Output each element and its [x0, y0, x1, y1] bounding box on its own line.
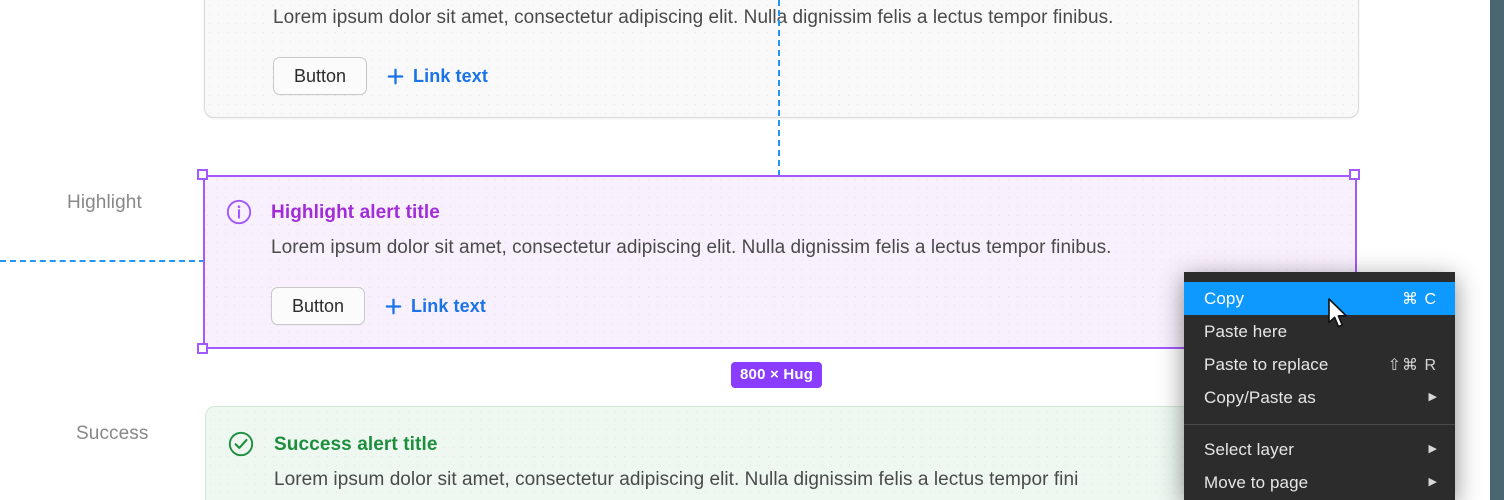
alert-body-neutral: Lorem ipsum dolor sit amet, consectetur …	[273, 7, 1114, 28]
submenu-arrow-icon: ▶	[1428, 443, 1437, 455]
alert-actions-neutral: Button Link text	[273, 57, 488, 95]
alert-card-neutral[interactable]: Lorem ipsum dolor sit amet, consectetur …	[204, 0, 1359, 118]
menu-item-label: Select layer	[1204, 439, 1295, 459]
submenu-arrow-icon: ▶	[1428, 476, 1437, 488]
selection-handle-bottom-left[interactable]	[197, 343, 208, 354]
menu-item-label: Copy/Paste as	[1204, 387, 1316, 407]
menu-item-shortcut: ⌘ C	[1402, 290, 1437, 308]
menu-item-copy[interactable]: Copy ⌘ C	[1184, 282, 1455, 315]
link-label-neutral: Link text	[413, 65, 488, 86]
plus-icon	[385, 298, 402, 314]
alert-actions-highlight: Button Link text	[271, 287, 486, 325]
row-label-highlight: Highlight	[67, 192, 142, 213]
mouse-cursor	[1328, 298, 1347, 328]
menu-item-paste-here[interactable]: Paste here	[1184, 315, 1455, 348]
menu-item-copy-paste-as[interactable]: Copy/Paste as ▶	[1184, 381, 1455, 414]
menu-item-label: Move to page	[1204, 472, 1309, 492]
right-edge-strip	[1490, 0, 1504, 500]
menu-item-paste-to-replace[interactable]: Paste to replace ⇧⌘ R	[1184, 348, 1455, 381]
context-menu[interactable]: Copy ⌘ C Paste here Paste to replace ⇧⌘ …	[1184, 272, 1455, 500]
menu-separator	[1184, 424, 1455, 425]
button-highlight[interactable]: Button	[271, 287, 366, 325]
alert-title-success: Success alert title	[274, 434, 438, 455]
menu-item-label: Paste here	[1204, 321, 1288, 341]
alert-title-highlight: Highlight alert title	[271, 202, 440, 223]
guide-vertical	[778, 0, 780, 176]
menu-item-label: Copy	[1204, 288, 1245, 308]
info-circle-icon	[226, 199, 252, 225]
selection-handle-top-right[interactable]	[1349, 169, 1360, 180]
check-circle-icon	[228, 431, 254, 457]
link-highlight[interactable]: Link text	[385, 296, 486, 317]
plus-icon	[387, 68, 404, 84]
menu-item-move-to-page[interactable]: Move to page ▶	[1184, 466, 1455, 499]
alert-body-success: Lorem ipsum dolor sit amet, consectetur …	[274, 469, 1079, 490]
link-neutral[interactable]: Link text	[387, 66, 488, 87]
guide-horizontal	[0, 260, 205, 262]
menu-item-label: Paste to replace	[1204, 354, 1329, 374]
alert-body-highlight: Lorem ipsum dolor sit amet, consectetur …	[271, 237, 1112, 258]
row-label-success: Success	[76, 423, 149, 444]
button-neutral[interactable]: Button	[273, 57, 368, 95]
selection-handle-top-left[interactable]	[197, 169, 208, 180]
menu-item-shortcut: ⇧⌘ R	[1387, 356, 1437, 374]
menu-item-select-layer[interactable]: Select layer ▶	[1184, 433, 1455, 466]
alert-card-highlight[interactable]: Highlight alert title Lorem ipsum dolor …	[203, 175, 1357, 349]
size-badge: 800 × Hug	[731, 362, 823, 388]
alert-card-success[interactable]: Success alert title Lorem ipsum dolor si…	[205, 406, 1357, 500]
link-label-highlight: Link text	[411, 295, 486, 316]
submenu-arrow-icon: ▶	[1428, 391, 1437, 403]
